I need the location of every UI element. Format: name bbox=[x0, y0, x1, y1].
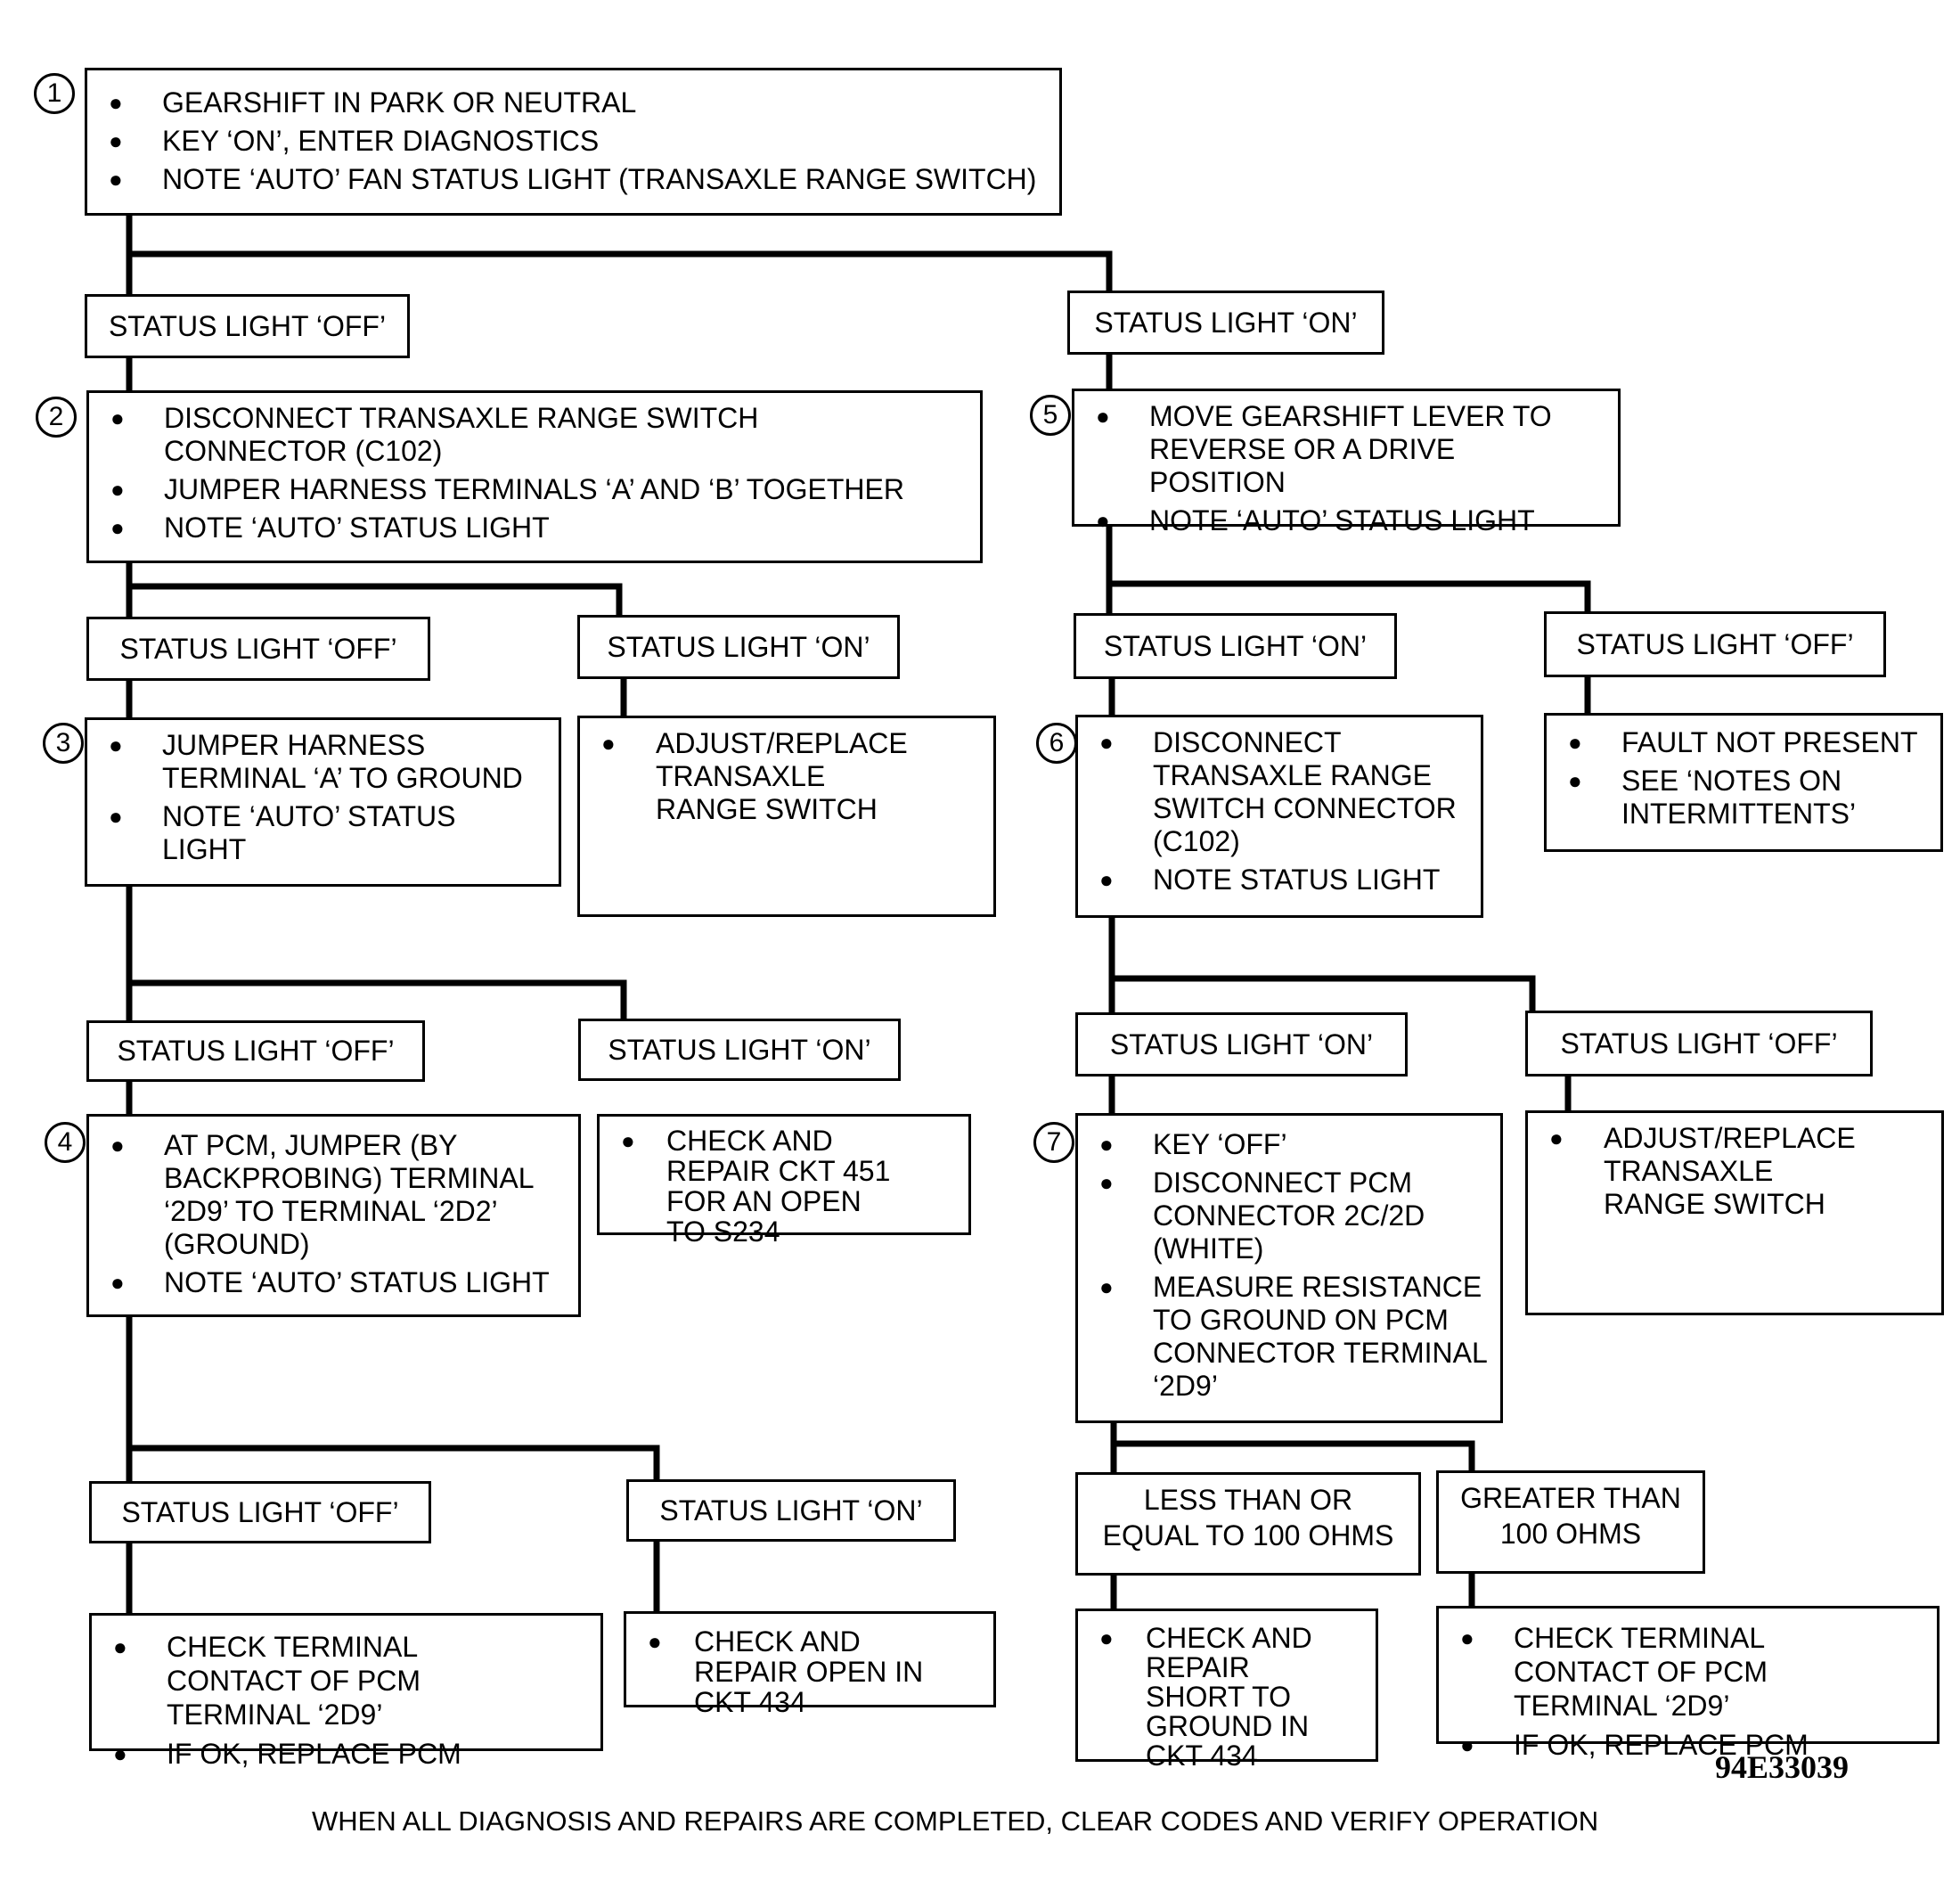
step-6-item: NOTE STATUS LIGHT bbox=[1078, 864, 1481, 896]
step-4-item: NOTE ‘AUTO’ STATUS LIGHT bbox=[89, 1266, 578, 1299]
status-light-on-label: STATUS LIGHT ‘ON’ bbox=[1074, 613, 1397, 679]
step-5-item: NOTE ‘AUTO’ STATUS LIGHT bbox=[1074, 504, 1618, 537]
result-fault-not-present: FAULT NOT PRESENT SEE ‘NOTES ON INTERMIT… bbox=[1544, 713, 1943, 852]
step-number-3: 3 bbox=[43, 723, 84, 764]
result-check-terminal-contact: CHECK TERMINAL CONTACT OF PCM TERMINAL ‘… bbox=[89, 1613, 603, 1771]
status-light-on-label: STATUS LIGHT ‘ON’ bbox=[1067, 291, 1384, 355]
step-1-item: GEARSHIFT IN PARK OR NEUTRAL bbox=[87, 86, 1059, 119]
less-than-or-equal-100-ohms-label: LESS THAN OR EQUAL TO 100 OHMS bbox=[1075, 1472, 1421, 1576]
figure-code: 94E33039 bbox=[1715, 1749, 1850, 1785]
step-number-6: 6 bbox=[1036, 723, 1077, 764]
status-light-off-label: STATUS LIGHT ‘OFF’ bbox=[1525, 1011, 1873, 1076]
footer-note: WHEN ALL DIAGNOSIS AND REPAIRS ARE COMPL… bbox=[312, 1805, 1599, 1837]
step-7-item: DISCONNECT PCM CONNECTOR 2C/2D (WHITE) bbox=[1078, 1167, 1438, 1265]
step-5-item: MOVE GEARSHIFT LEVER TO REVERSE OR A DRI… bbox=[1074, 400, 1595, 499]
status-light-off-label: STATUS LIGHT ‘OFF’ bbox=[86, 1020, 425, 1082]
status-light-on-label: STATUS LIGHT ‘ON’ bbox=[626, 1479, 956, 1542]
step-5-box: MOVE GEARSHIFT LEVER TO REVERSE OR A DRI… bbox=[1072, 389, 1621, 537]
result-item: SEE ‘NOTES ON INTERMITTENTS’ bbox=[1547, 765, 1915, 831]
step-2-item: NOTE ‘AUTO’ STATUS LIGHT bbox=[89, 512, 980, 544]
le-line-1: LESS THAN OR bbox=[1143, 1484, 1353, 1516]
le-line-2: EQUAL TO 100 OHMS bbox=[1102, 1519, 1394, 1551]
step-number-2: 2 bbox=[36, 397, 77, 438]
step-6-box: DISCONNECT TRANSAXLE RANGE SWITCH CONNEC… bbox=[1075, 715, 1483, 918]
result-item: CHECK AND REPAIR OPEN IN CKT 434 bbox=[626, 1626, 935, 1717]
status-light-off-label: STATUS LIGHT ‘OFF’ bbox=[86, 617, 430, 681]
result-item: CHECK TERMINAL CONTACT OF PCM TERMINAL ‘… bbox=[1439, 1621, 1897, 1723]
result-item: CHECK AND REPAIR SHORT TO GROUND IN CKT … bbox=[1078, 1624, 1324, 1771]
step-1-item: NOTE ‘AUTO’ FAN STATUS LIGHT (TRANSAXLE … bbox=[87, 163, 1059, 196]
step-number-7: 7 bbox=[1033, 1122, 1074, 1163]
step-1-box: GEARSHIFT IN PARK OR NEUTRAL KEY ‘ON’, E… bbox=[85, 68, 1062, 216]
status-light-on-label: STATUS LIGHT ‘ON’ bbox=[578, 1019, 901, 1081]
result-adjust-replace-switch: ADJUST/REPLACE TRANSAXLE RANGE SWITCH bbox=[1525, 1110, 1944, 1315]
step-7-item: MEASURE RESISTANCE TO GROUND ON PCM CONN… bbox=[1078, 1271, 1491, 1403]
result-adjust-replace-switch: ADJUST/REPLACE TRANSAXLE RANGE SWITCH bbox=[577, 716, 996, 917]
result-item: ADJUST/REPLACE TRANSAXLE RANGE SWITCH bbox=[580, 727, 908, 826]
result-item: ADJUST/REPLACE TRANSAXLE RANGE SWITCH bbox=[1528, 1122, 1856, 1221]
step-6-item: DISCONNECT TRANSAXLE RANGE SWITCH CONNEC… bbox=[1078, 726, 1465, 858]
result-check-terminal-contact: CHECK TERMINAL CONTACT OF PCM TERMINAL ‘… bbox=[1436, 1606, 1940, 1762]
status-light-on-label: STATUS LIGHT ‘ON’ bbox=[1075, 1012, 1408, 1076]
step-number-4: 4 bbox=[45, 1122, 86, 1163]
step-2-box: DISCONNECT TRANSAXLE RANGE SWITCH CONNEC… bbox=[86, 390, 983, 563]
status-light-off-label: STATUS LIGHT ‘OFF’ bbox=[1544, 611, 1886, 677]
step-4-item: AT PCM, JUMPER (BY BACKPROBING) TERMINAL… bbox=[89, 1129, 538, 1261]
gt-line-2: 100 OHMS bbox=[1499, 1518, 1642, 1550]
step-3-item: NOTE ‘AUTO’ STATUS LIGHT bbox=[87, 800, 456, 866]
status-light-on-label: STATUS LIGHT ‘ON’ bbox=[577, 615, 900, 679]
result-check-ckt-451: CHECK AND REPAIR CKT 451 FOR AN OPEN TO … bbox=[597, 1114, 971, 1247]
step-number-1: 1 bbox=[34, 73, 75, 114]
step-7-box: KEY ‘OFF’ DISCONNECT PCM CONNECTOR 2C/2D… bbox=[1075, 1113, 1503, 1423]
step-3-box: JUMPER HARNESS TERMINAL ‘A’ TO GROUND NO… bbox=[85, 717, 561, 887]
status-light-off-label: STATUS LIGHT ‘OFF’ bbox=[89, 1481, 431, 1543]
result-item: CHECK AND REPAIR CKT 451 FOR AN OPEN TO … bbox=[600, 1126, 898, 1247]
step-1-item: KEY ‘ON’, ENTER DIAGNOSTICS bbox=[87, 125, 1059, 158]
step-4-box: AT PCM, JUMPER (BY BACKPROBING) TERMINAL… bbox=[86, 1114, 581, 1317]
greater-than-100-ohms-label: GREATER THAN 100 OHMS bbox=[1436, 1470, 1705, 1574]
gt-line-1: GREATER THAN bbox=[1460, 1482, 1681, 1514]
result-check-ckt-434-open: CHECK AND REPAIR OPEN IN CKT 434 bbox=[624, 1611, 996, 1717]
result-item: IF OK, REPLACE PCM bbox=[92, 1737, 600, 1771]
step-3-item: JUMPER HARNESS TERMINAL ‘A’ TO GROUND bbox=[87, 729, 559, 795]
step-number-5: 5 bbox=[1030, 395, 1071, 436]
result-item: IF OK, REPLACE PCM bbox=[1439, 1728, 1937, 1762]
status-light-off-label: STATUS LIGHT ‘OFF’ bbox=[85, 294, 410, 358]
result-item: CHECK TERMINAL CONTACT OF PCM TERMINAL ‘… bbox=[92, 1630, 541, 1731]
step-7-item: KEY ‘OFF’ bbox=[1078, 1128, 1500, 1161]
step-2-item: DISCONNECT TRANSAXLE RANGE SWITCH CONNEC… bbox=[89, 402, 948, 468]
step-2-item: JUMPER HARNESS TERMINALS ‘A’ AND ‘B’ TOG… bbox=[89, 473, 980, 506]
result-check-short-ckt-434: CHECK AND REPAIR SHORT TO GROUND IN CKT … bbox=[1075, 1609, 1378, 1771]
result-item: FAULT NOT PRESENT bbox=[1547, 726, 1940, 759]
